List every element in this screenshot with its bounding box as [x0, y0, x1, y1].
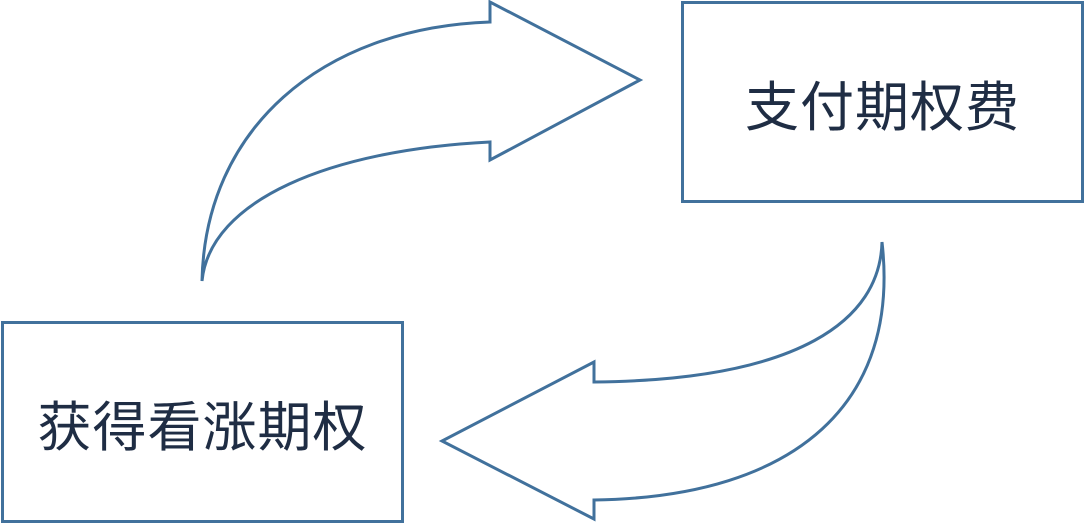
curved-arrow-to-get-call-option	[438, 241, 886, 522]
node-pay-premium-label: 支付期权费	[745, 75, 1020, 139]
node-pay-premium: 支付期权费	[681, 1, 1084, 203]
node-get-call-option: 获得看涨期权	[1, 321, 404, 523]
curved-arrow-to-pay-premium	[200, 0, 644, 282]
node-get-call-option-label: 获得看涨期权	[37, 395, 368, 459]
